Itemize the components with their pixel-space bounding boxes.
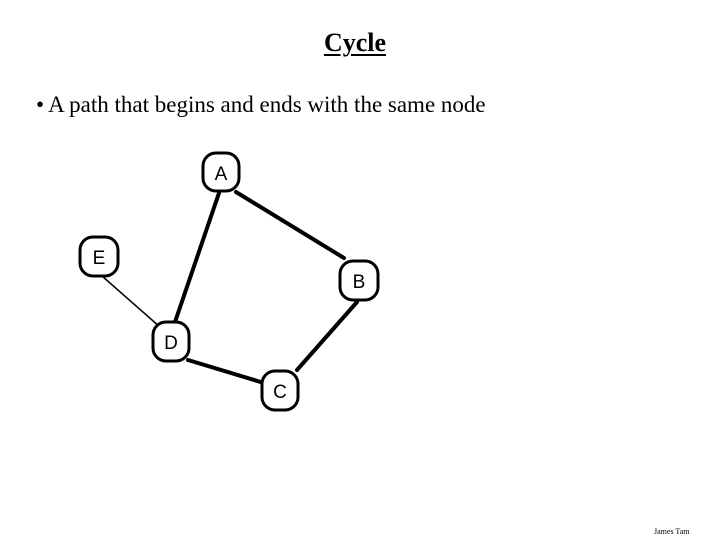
author-credit: James Tam [654,527,690,536]
node-b-label: B [353,272,366,293]
node-c: C [260,369,300,412]
node-e: E [78,235,120,278]
node-a: A [201,151,241,193]
bullet-point: •A path that begins and ends with the sa… [36,92,486,118]
node-a-label: A [215,164,228,185]
slide-title: Cycle [323,28,387,57]
node-d: D [151,320,191,363]
edge-d-c [186,358,266,385]
node-b: B [338,259,380,302]
edge-e-d [101,275,161,328]
node-c-label: C [273,382,287,403]
edge-a-b [234,190,346,260]
bullet-text: A path that begins and ends with the sam… [48,92,486,117]
node-e-label: E [93,248,106,269]
edge-a-d [173,191,221,324]
edge-b-c [295,300,359,372]
node-d-label: D [164,333,178,354]
bullet-marker: • [36,92,45,117]
